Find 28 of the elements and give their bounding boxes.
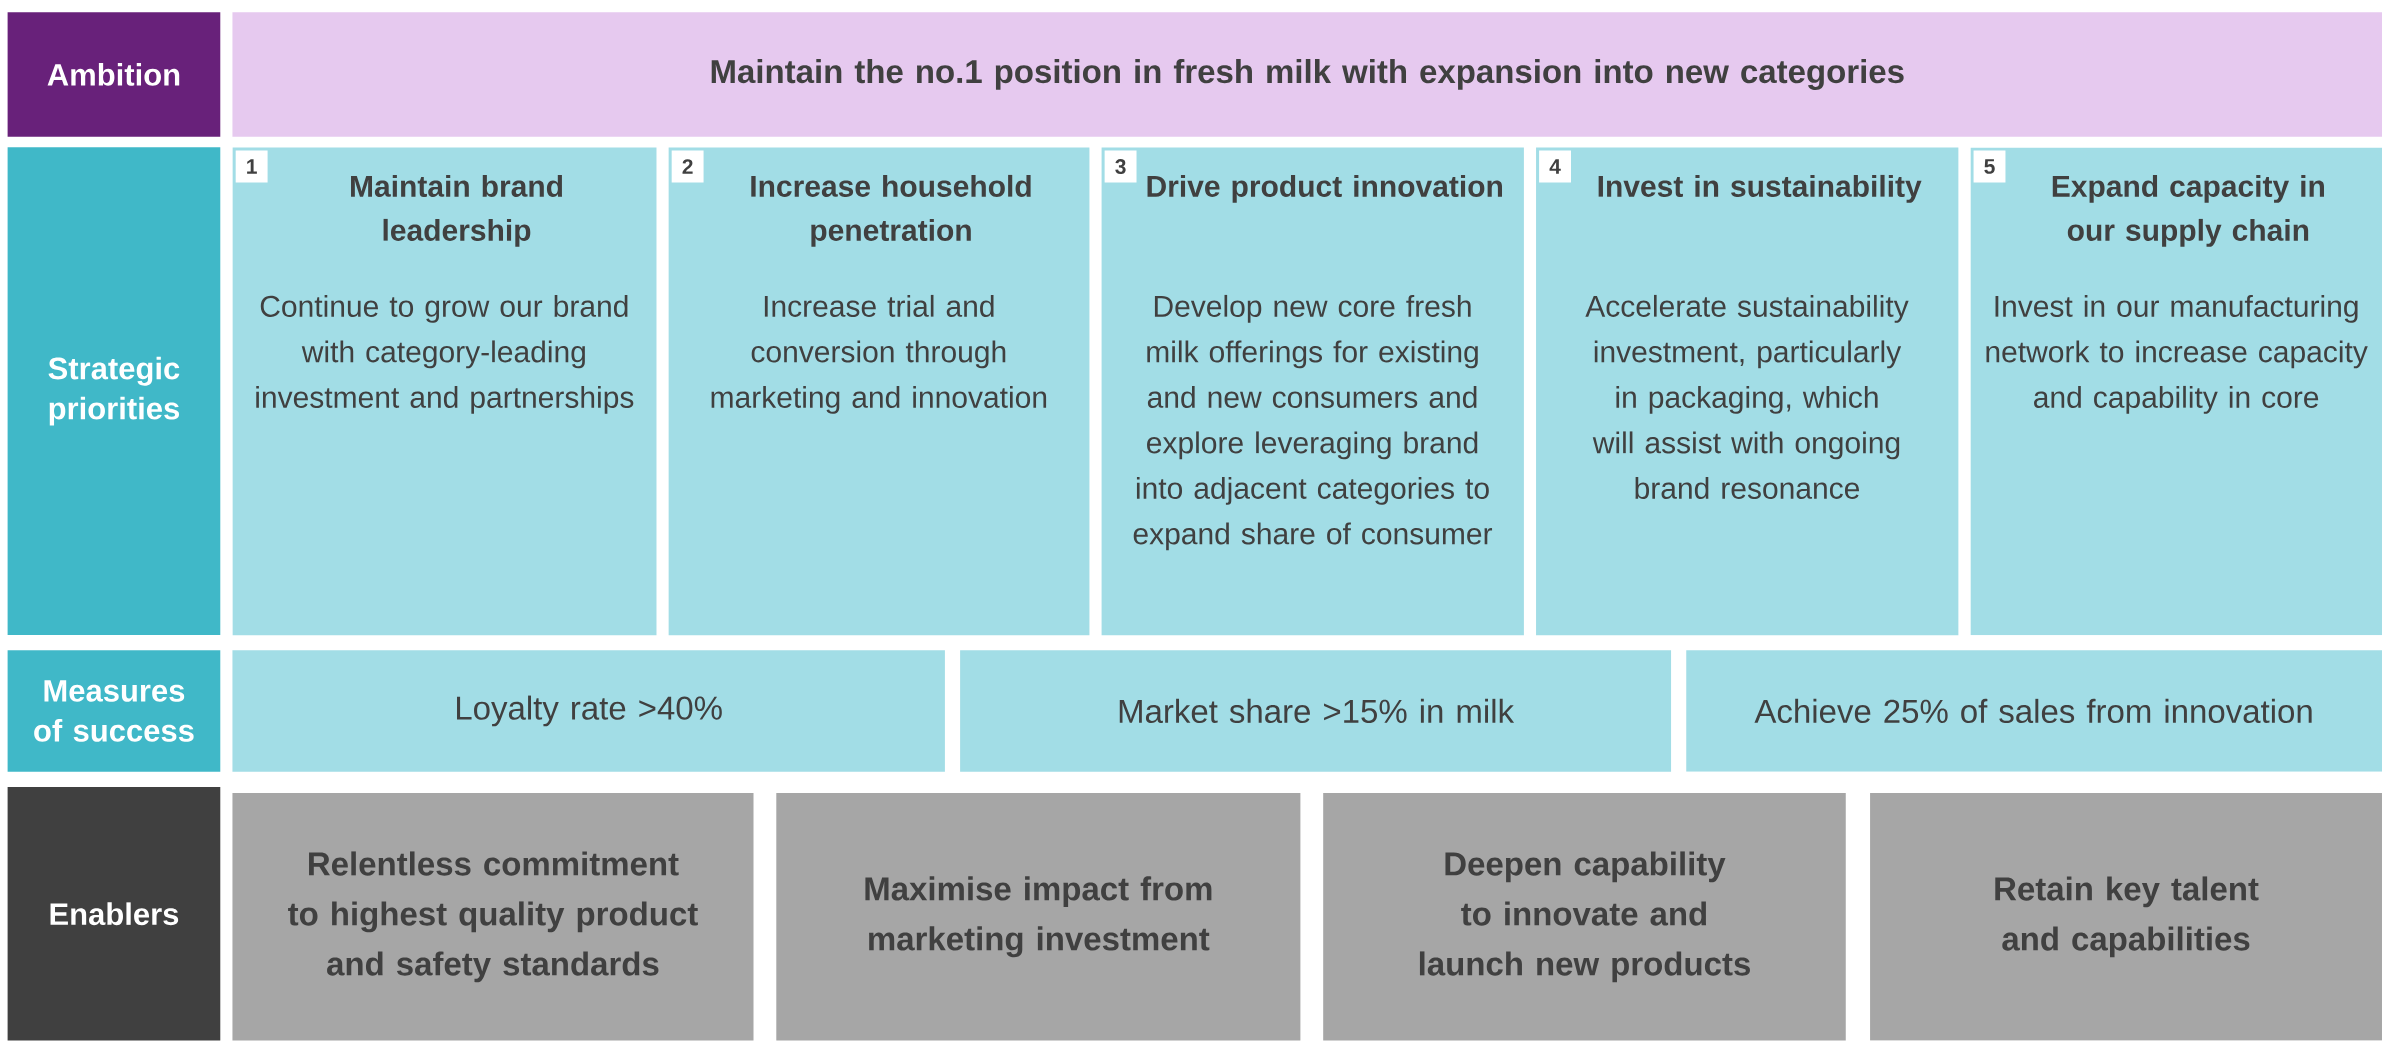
priority-box bbox=[232, 147, 657, 636]
box-heading: Increase household penetration bbox=[751, 174, 1031, 247]
priority-box bbox=[1536, 147, 1959, 636]
box-text: Continue to grow our brand with category-leading investment and partnerships bbox=[256, 294, 634, 414]
row-label: Enablers bbox=[7, 786, 221, 1041]
box-heading: Maintain brand leadership bbox=[351, 174, 563, 247]
measure-box: Achieve 25% of sales from innovation bbox=[1686, 650, 2382, 772]
measure-box: Loyalty rate >40% bbox=[232, 650, 945, 772]
priority-box bbox=[668, 147, 1090, 636]
box-text: Accelerate sustainability investment, particularly in packaging, which will assist with ongoing brand resonance bbox=[1585, 294, 1909, 499]
priority-box bbox=[1970, 147, 2382, 636]
box-text: Develop new core fresh milk offerings for existing and new consumers and explore leveraging brand into adjacent categories to expand share of consumer bbox=[1133, 294, 1493, 551]
box-heading: Expand capacity in our supply chain bbox=[2052, 174, 2324, 247]
row-label: Ambition bbox=[7, 12, 221, 137]
priority-box bbox=[1101, 147, 1524, 636]
enabler-box: Maximise impact from marketing investment bbox=[776, 793, 1301, 1041]
box-text: Invest in our manufacturing network to increase capacity and capability in core bbox=[1986, 294, 2368, 414]
row-label: Measures of success bbox=[7, 650, 221, 772]
enabler-box: Deepen capability to innovate and launch new products bbox=[1323, 793, 1846, 1041]
enabler-box: Retain key talent and capabilities bbox=[1870, 793, 2382, 1041]
box-heading: Invest in sustainability bbox=[1598, 174, 1922, 203]
number-badge: 4 bbox=[1539, 150, 1571, 183]
box-text: Increase trial and conversion through marketing and innovation bbox=[711, 294, 1047, 414]
measure-box: Market share >15% in milk bbox=[960, 650, 1672, 772]
box-heading: Drive product innovation bbox=[1147, 174, 1502, 203]
ambition-band: Maintain the no.1 position in fresh milk with expansion into new categories bbox=[232, 12, 2382, 137]
enabler-box: Relentless commitment to highest quality product and safety standards bbox=[232, 793, 754, 1041]
row-label: Strategic priorities bbox=[7, 147, 221, 635]
